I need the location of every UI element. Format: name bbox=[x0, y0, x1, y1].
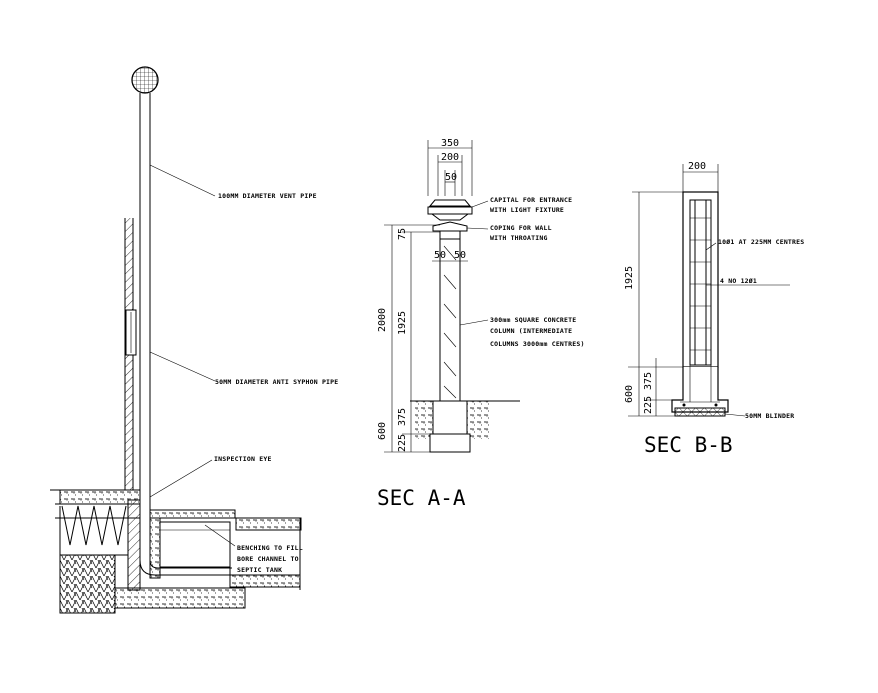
capital bbox=[427, 199, 473, 240]
note-benching-line1: BENCHING TO FILL bbox=[237, 544, 303, 552]
zigzag-fill bbox=[59, 505, 128, 556]
dim-b-225: 225 bbox=[643, 396, 654, 414]
dim-a-1925: 1925 bbox=[397, 311, 408, 335]
dim-b-375: 375 bbox=[643, 372, 654, 390]
dim-b-600: 600 bbox=[624, 385, 635, 403]
note-main-bars: 4 NO 12Ø1 bbox=[720, 277, 757, 285]
dim-a-2000: 2000 bbox=[377, 308, 388, 332]
dim-a-75: 75 bbox=[397, 228, 408, 240]
note-capital-line2: WITH LIGHT FIXTURE bbox=[490, 206, 564, 214]
section-a-title: SEC A-A bbox=[377, 486, 466, 510]
note-benching-line2: BORE CHANNEL TO bbox=[237, 555, 299, 563]
note-inspection-eye: INSPECTION EYE bbox=[214, 455, 272, 463]
vent-cowl-icon bbox=[131, 66, 159, 94]
dim-b-1925: 1925 bbox=[624, 266, 635, 290]
vent-pipe bbox=[139, 93, 151, 568]
dim-a-600: 600 bbox=[377, 422, 388, 440]
note-benching-line3: SEPTIC TANK bbox=[237, 566, 282, 574]
dim-a-50-left: 50 bbox=[434, 250, 446, 261]
dim-a-225: 225 bbox=[397, 434, 408, 452]
note-capital-line1: CAPITAL FOR ENTRANCE bbox=[490, 196, 572, 204]
note-column-line2: COLUMN (INTERMEDIATE bbox=[490, 327, 572, 335]
footing-a bbox=[410, 400, 520, 453]
left-detail: 100MM DIAMETER VENT PIPE 50MM DIAMETER A… bbox=[50, 66, 338, 614]
dim-a-375: 375 bbox=[397, 408, 408, 426]
note-coping-line2: WITH THROATING bbox=[490, 234, 548, 242]
note-column-line3: COLUMNS 3000mm CENTRES) bbox=[490, 340, 585, 348]
dim-a-50-right: 50 bbox=[454, 250, 466, 261]
note-blinder: 50MM BLINDER bbox=[745, 412, 794, 420]
inspection-chamber bbox=[114, 509, 302, 609]
column bbox=[439, 238, 461, 402]
dim-a-350: 350 bbox=[441, 138, 459, 149]
section-a-detail: 350 200 50 50 50 bbox=[377, 138, 585, 510]
wall-b bbox=[682, 191, 719, 368]
dim-a-200: 200 bbox=[441, 152, 459, 163]
dim-a-50-top: 50 bbox=[445, 172, 457, 183]
floor-slab bbox=[55, 489, 141, 519]
note-vent-pipe: 100MM DIAMETER VENT PIPE bbox=[218, 192, 317, 200]
note-anti-syphon-pipe: 50MM DIAMETER ANTI SYPHON PIPE bbox=[215, 378, 338, 386]
section-b-detail: 200 bbox=[624, 161, 804, 457]
building-wall bbox=[50, 218, 137, 491]
note-coping-line1: COPING FOR WALL bbox=[490, 224, 552, 232]
footing-b bbox=[671, 365, 729, 417]
ground-earth-hatch bbox=[59, 554, 116, 614]
dim-b-200: 200 bbox=[688, 161, 706, 172]
note-column-line1: 300mm SQUARE CONCRETE bbox=[490, 316, 576, 324]
section-b-title: SEC B-B bbox=[644, 433, 733, 457]
note-links: 10Ø1 AT 225MM CENTRES bbox=[718, 238, 804, 246]
